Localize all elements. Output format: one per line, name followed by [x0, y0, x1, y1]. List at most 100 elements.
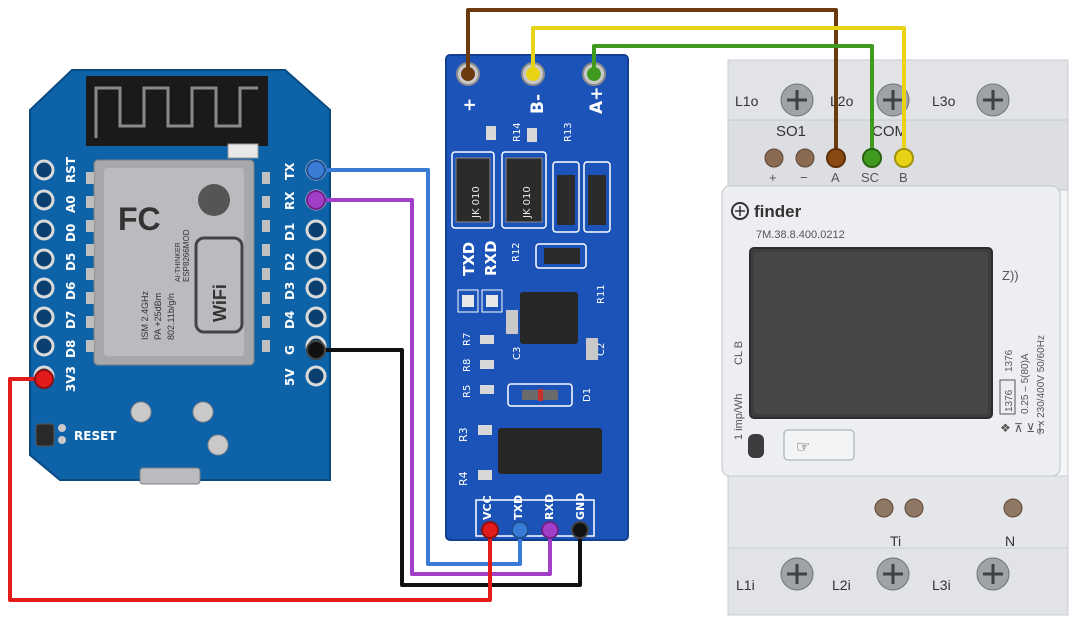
meter-bottom-terminal-1: L1i [736, 577, 755, 593]
pin-hole-a0 [33, 189, 55, 211]
module-pad [262, 316, 270, 328]
usb-port-icon [139, 467, 201, 485]
wire-a-sc [592, 44, 874, 160]
c2-label: C2 [596, 343, 607, 356]
module-pad [262, 196, 270, 208]
meter-class: CL B [733, 341, 745, 365]
pin-hole-d8 [33, 335, 55, 357]
svg-text:1376: 1376 [1004, 389, 1015, 412]
meter-signal-terminals [764, 148, 815, 168]
module-pad [262, 244, 270, 256]
wire-3v3-vcc [8, 377, 492, 602]
meter-top-screws [780, 83, 1010, 117]
meter-model: 7M.38.8.400.0212 [756, 229, 845, 241]
touch-hand-icon: ☞ [796, 439, 810, 456]
pin-label-d3: D3 [283, 282, 297, 300]
r14-label: R14 [512, 122, 523, 142]
reset-button[interactable] [35, 423, 55, 447]
pin-label-d8: D8 [64, 340, 78, 358]
fuse-1-label: JK 010 [471, 186, 482, 219]
pin-label-rx: RX [283, 191, 297, 210]
pin-hole-5v [305, 365, 327, 387]
module-pad [86, 172, 94, 184]
energy-meter: L1o L2o L3o SO1 COM + − A SC B finder 7M… [721, 59, 1069, 616]
pin-hole-d7 [33, 306, 55, 328]
module-pad [86, 196, 94, 208]
finder-logo-icon [731, 202, 749, 220]
module-brand: WiFi [210, 284, 230, 322]
txd-silk-label: TXD [460, 242, 478, 276]
module-pad [262, 292, 270, 304]
pin-label-d2: D2 [283, 253, 297, 271]
module-pad [262, 340, 270, 352]
meter-cert-num: 1376 [1004, 349, 1015, 372]
module-spec-1: ISM 2.4GHz [140, 290, 150, 340]
wires [8, 8, 906, 602]
meter-bottom-terminal-2: L2i [832, 577, 851, 593]
meter-bottom-terminal-3: L3i [932, 577, 951, 593]
meter-terminal-plus: + [769, 170, 777, 185]
r7-label: R7 [462, 333, 473, 346]
meter-spec: 0.25 – 5(80)A [1020, 353, 1031, 414]
rs485-bottom-pin-vcc: VCC [481, 495, 494, 520]
meter-ti-label: Ti [890, 533, 901, 549]
meter-touch-button[interactable] [783, 429, 855, 461]
pin-hole-d2 [305, 248, 327, 270]
meter-led-icon [748, 434, 764, 458]
rs485-board: + B- A+ R14 R13 JK 010 JK 010 TXD RXD R1… [445, 54, 629, 541]
module-pad [262, 268, 270, 280]
pin-label-g: G [283, 345, 297, 355]
meter-symbols-icon: ❖ ⊼ ⊻ | [1000, 421, 1041, 435]
pin-hole-d1 [305, 219, 327, 241]
rs485-ic-bottom [498, 428, 602, 474]
meter-n-label: N [1005, 533, 1015, 549]
pin-hole-d0 [33, 219, 55, 241]
pin-hole-d5 [33, 248, 55, 270]
module-pad [86, 244, 94, 256]
pin-label-5v: 5V [283, 368, 297, 386]
pin-label-rst: RST [64, 156, 78, 183]
pin-hole-d3 [305, 277, 327, 299]
espressif-logo-icon [198, 184, 230, 216]
pin-label-a0: A0 [64, 195, 78, 213]
pin-label-d4: D4 [283, 311, 297, 329]
r5-label: R5 [462, 385, 473, 398]
meter-impulse: 1 imp/Wh [733, 394, 745, 440]
meter-terminal-b: B [899, 170, 908, 185]
pin-label-d5: D5 [64, 253, 78, 271]
rs485-top-pin-plus: + [460, 98, 480, 112]
rs485-top-pin-a: A+ [587, 87, 607, 114]
meter-voltage: 3 x 230/400V 50/60Hz [1036, 335, 1047, 434]
module-pad [262, 172, 270, 184]
module-pad [86, 316, 94, 328]
meter-terminal-sc: SC [861, 170, 879, 185]
meter-bottom-screws [780, 557, 1010, 591]
fcc-logo-icon: FC [118, 201, 161, 237]
pin-label-d1: D1 [283, 223, 297, 241]
rs485-ic-top [520, 292, 578, 344]
r8-label: R8 [462, 359, 473, 372]
pin-label-d6: D6 [64, 282, 78, 300]
pin-label-d0: D0 [64, 224, 78, 242]
wire-g-gnd [314, 348, 582, 587]
meter-ti-terminal-2 [904, 498, 924, 518]
module-pad [86, 340, 94, 352]
rs485-bottom-pin-gnd: GND [574, 493, 587, 520]
rs485-bottom-pin-rxd: RXD [543, 494, 556, 520]
meter-terminal-minus: − [800, 170, 808, 185]
rxd-silk-label: RXD [482, 240, 500, 276]
fuse-2-label: JK 010 [522, 186, 533, 219]
module-pad [86, 268, 94, 280]
wire-rx-rxd [314, 198, 552, 576]
wire-plus-a [466, 8, 838, 160]
meter-top-terminal-1: L1o [735, 93, 759, 109]
d1-label: D1 [582, 388, 593, 402]
c3-label: C3 [512, 347, 523, 360]
module-pad [262, 220, 270, 232]
reset-label: RESET [74, 429, 117, 443]
pin-hole-d6 [33, 277, 55, 299]
module-spec-2: PA +25dBm [153, 293, 163, 340]
meter-brand: finder [754, 202, 802, 221]
meter-ti-terminal-1 [874, 498, 894, 518]
